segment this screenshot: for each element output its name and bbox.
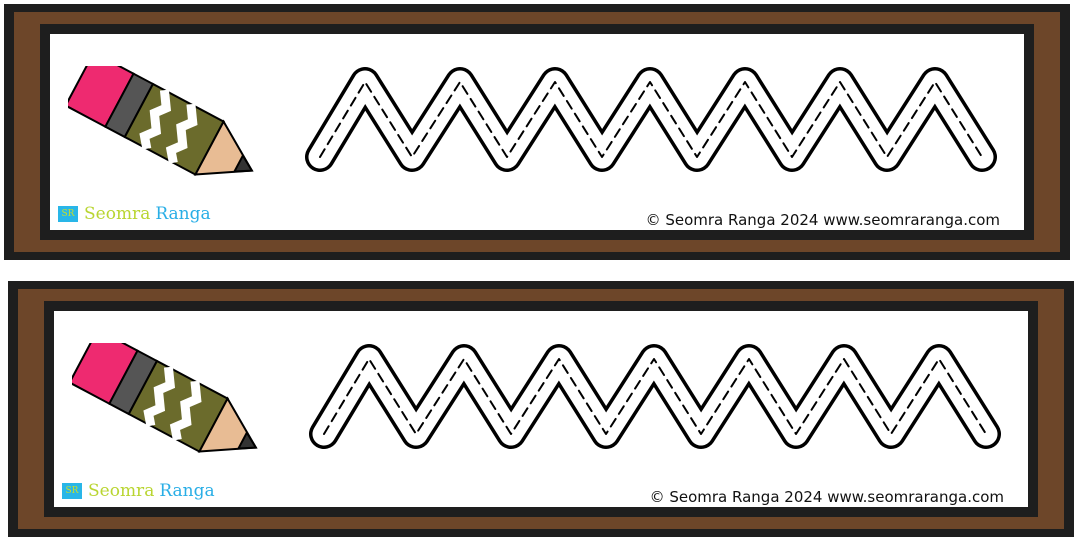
book-icon: SR [58,206,78,222]
book-icon: SR [62,483,82,499]
zigzag-tracing-path [309,344,1001,449]
pencil-icon [72,343,258,453]
zigzag-tracing-path [305,67,997,172]
copyright-text: © Seomra Ranga 2024 www.seomraranga.com [649,488,1004,506]
pencil-icon [68,66,254,176]
copyright-text: © Seomra Ranga 2024 www.seomraranga.com [645,211,1000,229]
